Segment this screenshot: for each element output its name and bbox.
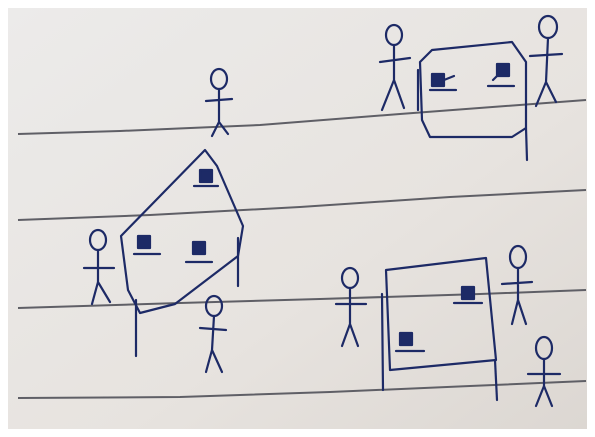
table-leg xyxy=(382,294,383,390)
table-leg xyxy=(526,128,527,160)
